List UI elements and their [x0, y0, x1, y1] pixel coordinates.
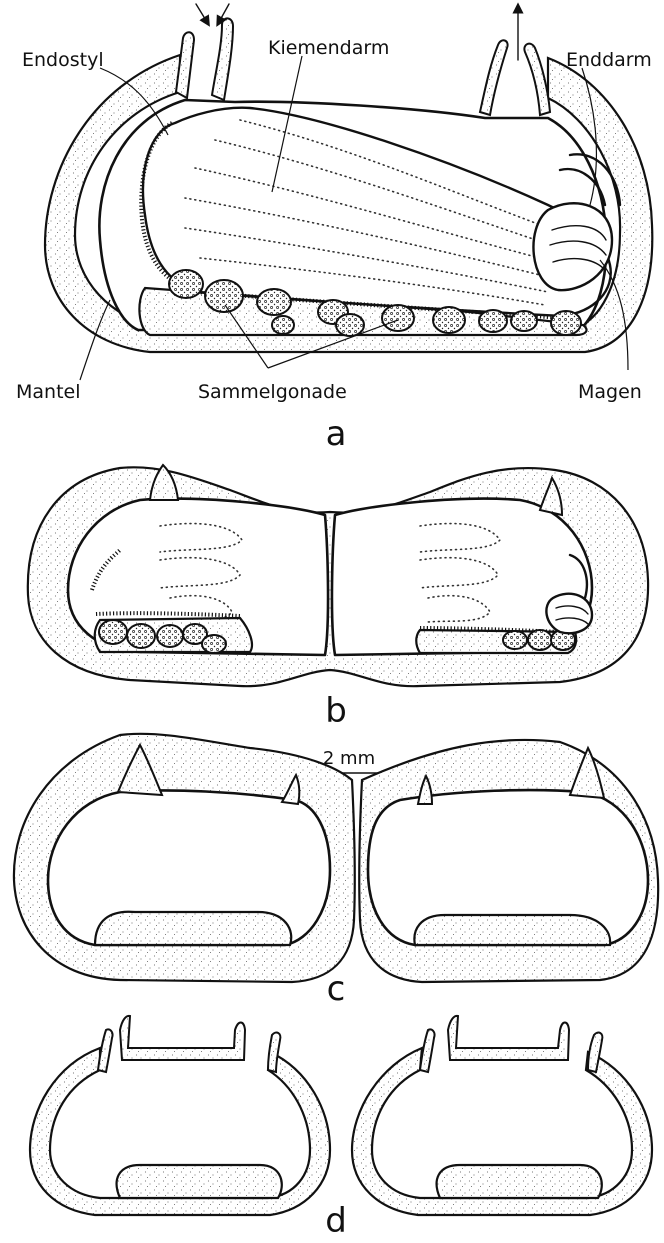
label-enddarm: Enddarm	[566, 49, 652, 71]
panel-c: c	[14, 734, 658, 1009]
label-mantel: Mantel	[16, 381, 81, 403]
label-sammelgonade: Sammelgonade	[198, 381, 347, 403]
gonad-pad-d-left	[117, 1165, 282, 1198]
gonad-pad-d-right	[437, 1165, 602, 1198]
panel-letter-c: c	[327, 969, 346, 1009]
siphon-inner-left-a	[212, 18, 233, 100]
label-magen: Magen	[578, 381, 642, 403]
panel-b: b	[28, 465, 648, 731]
siphon-outer-right-a	[524, 44, 550, 115]
siphon-d-right-outer-l	[420, 1029, 435, 1072]
siphon-inner-right-a	[480, 40, 508, 115]
siphon-d-right-bar	[448, 1016, 569, 1060]
gonad-pad-c-left	[95, 912, 291, 945]
siphon-d-left-bar	[120, 1016, 245, 1060]
label-kiemendarm: Kiemendarm	[268, 37, 389, 59]
panel-letter-a: a	[326, 414, 347, 454]
panel-letter-b: b	[325, 691, 347, 731]
siphon-left-a	[176, 32, 194, 98]
scale-bar-label: 2 mm	[323, 748, 375, 769]
label-endostyl: Endostyl	[22, 49, 104, 71]
gonad-pad-c-right	[414, 915, 610, 945]
siphon-d-left-outer-l	[98, 1029, 113, 1072]
panel-a: Endostyl Kiemendarm Enddarm Mantel Samme…	[16, 4, 652, 454]
panel-d: d	[30, 1016, 652, 1238]
panel-letter-d: d	[325, 1201, 347, 1238]
